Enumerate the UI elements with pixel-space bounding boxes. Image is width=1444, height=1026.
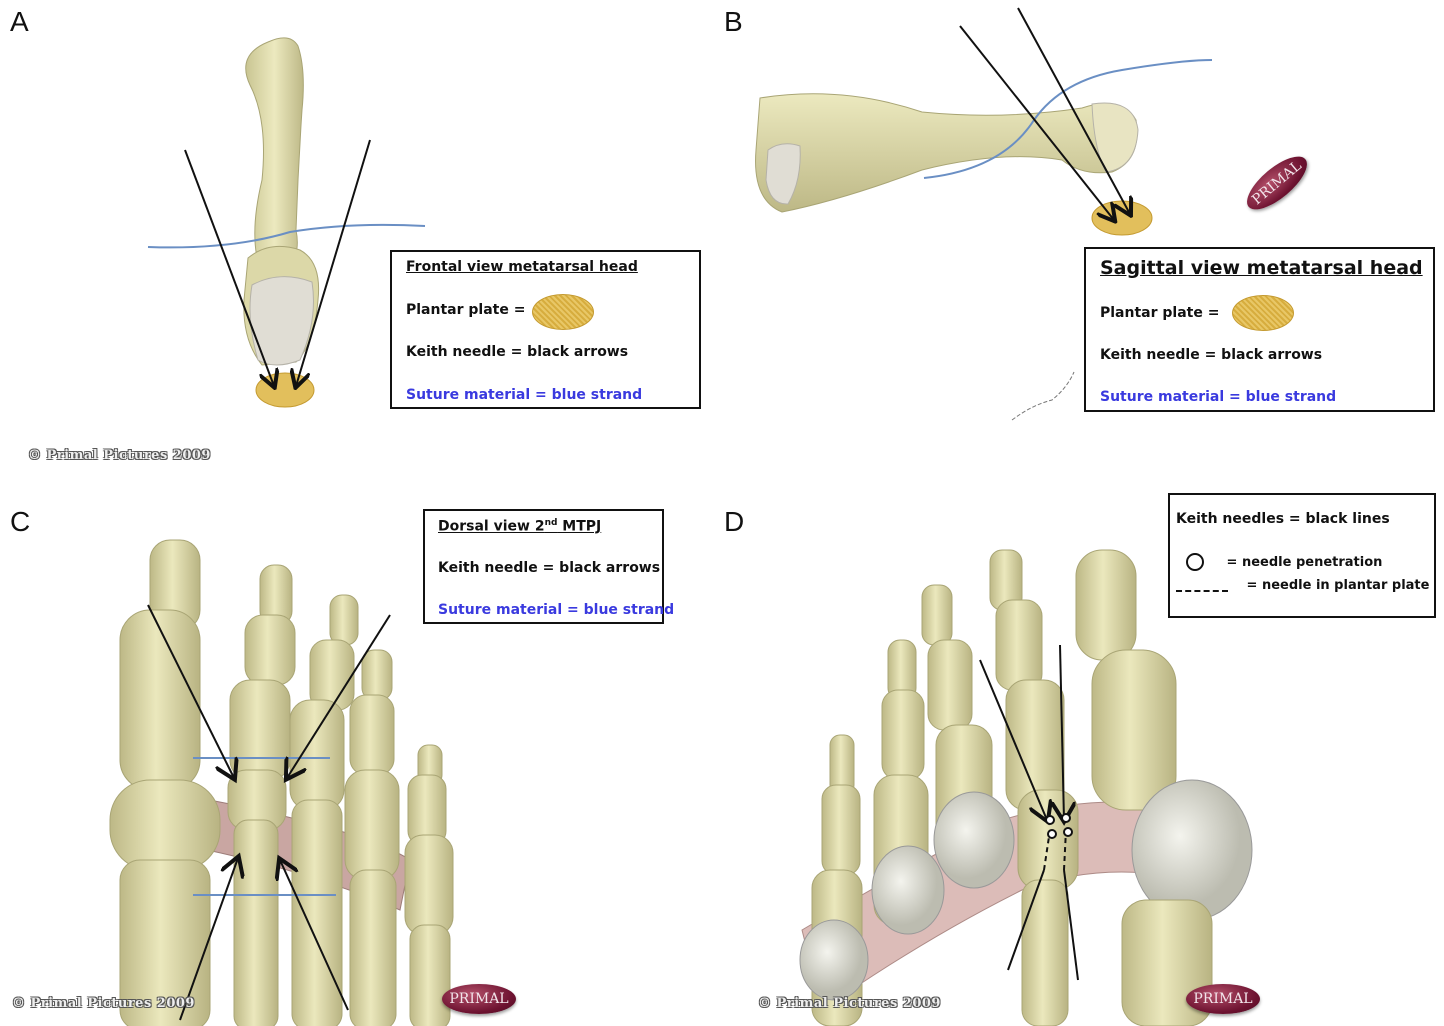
articular-cartilage — [250, 277, 314, 365]
legend-box: Dorsal view 2nd MTPJ Keith needle = blac… — [423, 509, 664, 624]
legend-keith-needle: Keith needle = black arrows — [438, 560, 660, 576]
needle-penetration-4 — [1064, 828, 1072, 836]
plantar-plate-swatch — [1232, 295, 1294, 331]
legend-in-plate: = needle in plantar plate — [1247, 578, 1430, 593]
copyright-text: © Primal Pictures 2009 — [12, 996, 195, 1011]
legend-plantar-plate: Plantar plate = — [406, 302, 525, 318]
needle-penetration-1 — [1046, 816, 1054, 824]
panel-a-illustration — [0, 0, 722, 490]
metatarsal-bone — [246, 38, 304, 262]
legend-keith-needle: Keith needle = black arrows — [1100, 347, 1322, 363]
panel-label: C — [10, 506, 30, 538]
legend-box: Keith needles = black lines = needle pen… — [1168, 493, 1436, 618]
primal-logo: PRIMAL — [442, 984, 516, 1014]
copyright-text: © Primal Pictures 2009 — [758, 996, 941, 1011]
plantar-plate — [1092, 201, 1152, 235]
fifth-toe — [800, 735, 868, 1026]
legend-box: Sagittal view metatarsal head Plantar pl… — [1084, 247, 1435, 412]
penetration-circle-icon — [1186, 553, 1204, 571]
panel-label: D — [724, 506, 744, 538]
dashed-line-icon — [1176, 590, 1228, 592]
legend-penetration: = needle penetration — [1227, 555, 1383, 570]
second-toe — [228, 565, 295, 1026]
fifth-toe — [405, 745, 453, 1026]
panel-c: C Dorsal view 2nd MTPJ Keith needle = bl… — [0, 490, 722, 1026]
legend-title: Sagittal view metatarsal head — [1100, 257, 1423, 279]
ruler-marks — [1012, 372, 1074, 420]
legend-suture: Suture material = blue strand — [406, 387, 642, 403]
primal-logo: PRIMAL — [1186, 984, 1260, 1014]
copyright-text: © Primal Pictures 2009 — [28, 448, 211, 463]
legend-penetration-row: = needle penetration — [1186, 553, 1382, 571]
legend-title: Keith needles = black lines — [1176, 511, 1390, 527]
panel-a: A Frontal view metatarsal head Plantar p… — [0, 0, 722, 490]
legend-title: Frontal view metatarsal head — [406, 259, 638, 275]
needle-penetration-2 — [1062, 814, 1070, 822]
panel-label: B — [724, 6, 743, 38]
panel-b-illustration — [722, 0, 1444, 490]
plantar-plate-swatch — [532, 294, 594, 330]
metatarsal-bone — [756, 94, 1137, 212]
panel-d: D Keith needles = black lines = needle p… — [722, 490, 1444, 1026]
legend-plantar-row: = needle in plantar plate — [1176, 578, 1429, 593]
panel-label: A — [10, 6, 29, 38]
legend-plantar-plate: Plantar plate = — [1100, 305, 1219, 321]
hallux — [1076, 550, 1252, 1026]
legend-title: Dorsal view 2nd MTPJ — [438, 518, 601, 535]
fourth-toe — [345, 650, 399, 1026]
legend-suture: Suture material = blue strand — [1100, 389, 1336, 405]
plantar-plate — [256, 373, 314, 407]
legend-suture: Suture material = blue strand — [438, 602, 674, 618]
panel-b: B PRIMAL Sagittal view metatarsal head P… — [722, 0, 1444, 490]
needle-penetration-3 — [1048, 830, 1056, 838]
legend-keith-needle: Keith needle = black arrows — [406, 344, 628, 360]
legend-box: Frontal view metatarsal head Plantar pla… — [390, 250, 701, 409]
